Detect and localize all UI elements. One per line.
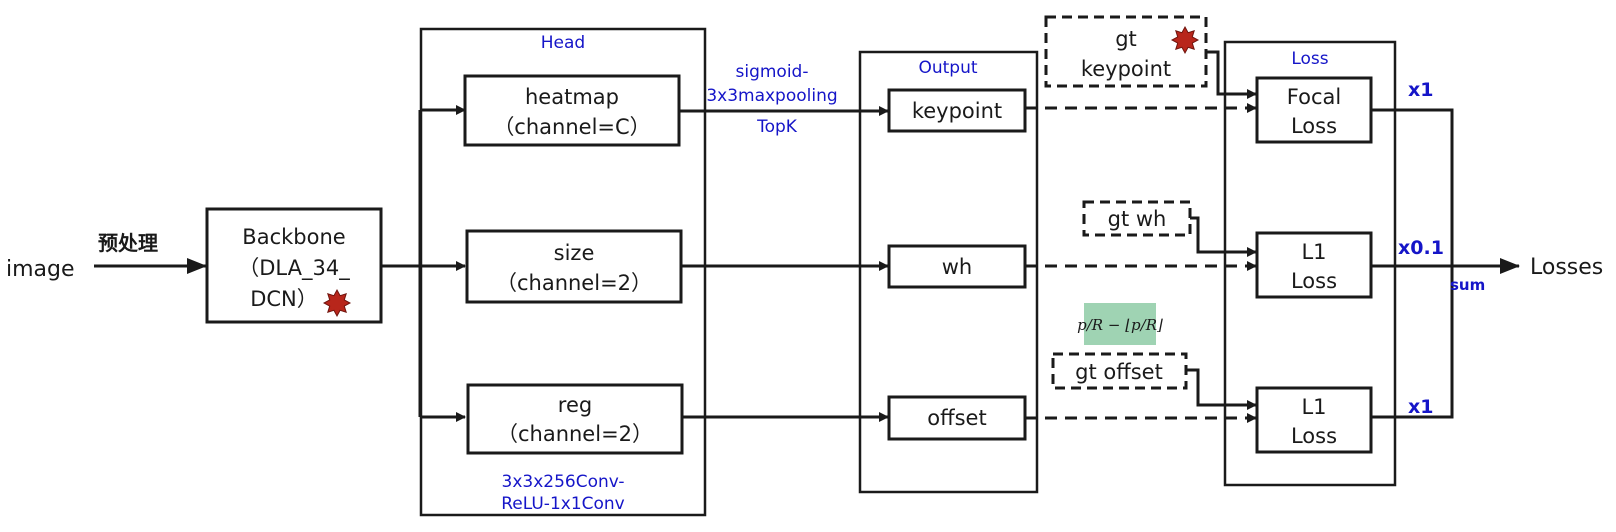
head-note-line2: ReLU-1x1Conv bbox=[501, 494, 625, 514]
postprocess-line3: TopK bbox=[756, 117, 798, 137]
input-label: image bbox=[6, 257, 75, 282]
l1-offset-line1: L1 bbox=[1301, 395, 1326, 419]
offset-formula: p/R − ⌊p/R⌋ bbox=[1077, 316, 1163, 334]
head-frame bbox=[419, 27, 707, 517]
reg-block: reg （channel=2） bbox=[466, 383, 684, 455]
focal-loss-block: Focal Loss bbox=[1255, 76, 1373, 144]
heatmap-line1: heatmap bbox=[525, 85, 619, 109]
head-title: Head bbox=[541, 33, 585, 53]
output-title: Output bbox=[918, 58, 977, 78]
postprocess-line1: sigmoid- bbox=[736, 62, 809, 82]
gt-keypoint-line2: keypoint bbox=[1081, 57, 1171, 81]
arrow-gt-offset-l1 bbox=[1186, 368, 1257, 410]
l1-offset-line2: Loss bbox=[1291, 424, 1337, 448]
arrow-gt-keypoint-focal bbox=[1206, 50, 1257, 99]
offset-block: offset bbox=[887, 395, 1027, 441]
backbone-line3: DCN） bbox=[250, 287, 318, 311]
offset-label: offset bbox=[927, 406, 986, 430]
size-line1: size bbox=[554, 241, 595, 265]
backbone-line2: （DLA_34_ bbox=[238, 256, 350, 281]
formula-block: p/R − ⌊p/R⌋ bbox=[1077, 303, 1163, 345]
heatmap-line2: （channel=C） bbox=[493, 115, 650, 139]
output-frame bbox=[858, 50, 1039, 494]
star-icon bbox=[322, 288, 352, 318]
losses-label: Losses bbox=[1530, 255, 1603, 280]
gt-keypoint-block: gt keypoint bbox=[1044, 15, 1208, 88]
wh-label: wh bbox=[942, 255, 973, 279]
gt-wh-block: gt wh bbox=[1082, 200, 1192, 237]
postprocess-line2: 3x3maxpooling bbox=[706, 86, 837, 106]
l1-wh-weight: x0.1 bbox=[1398, 237, 1444, 259]
sum-line-offset bbox=[1371, 266, 1454, 419]
gt-offset-block: gt offset bbox=[1051, 352, 1188, 390]
backbone-block: Backbone （DLA_34_ DCN） bbox=[205, 207, 383, 324]
loss-frame bbox=[1223, 40, 1397, 487]
focal-weight: x1 bbox=[1408, 79, 1433, 101]
keypoint-block: keypoint bbox=[887, 88, 1027, 133]
l1-offset-weight: x1 bbox=[1408, 396, 1433, 418]
keypoint-label: keypoint bbox=[912, 99, 1002, 123]
backbone-line1: Backbone bbox=[242, 225, 345, 249]
sum-line-focal bbox=[1371, 108, 1454, 266]
loss-title: Loss bbox=[1291, 49, 1328, 69]
reg-line2: （channel=2） bbox=[497, 422, 653, 446]
head-note-line1: 3x3x256Conv- bbox=[502, 472, 625, 492]
preprocess-label: 预处理 bbox=[98, 231, 158, 255]
heatmap-block: heatmap （channel=C） bbox=[463, 74, 681, 147]
l1-wh-line2: Loss bbox=[1291, 269, 1337, 293]
sum-label: sum bbox=[1450, 276, 1485, 294]
l1-offset-block: L1 Loss bbox=[1255, 386, 1373, 454]
size-block: size （channel=2） bbox=[465, 229, 683, 304]
gt-keypoint-line1: gt bbox=[1115, 27, 1137, 51]
wh-block: wh bbox=[887, 244, 1027, 289]
gt-offset-label: gt offset bbox=[1075, 360, 1163, 384]
gt-wh-label: gt wh bbox=[1108, 207, 1167, 231]
star-icon bbox=[1170, 25, 1200, 55]
focal-line1: Focal bbox=[1287, 85, 1341, 109]
reg-line1: reg bbox=[558, 393, 592, 417]
l1-wh-line1: L1 bbox=[1301, 240, 1326, 264]
arrow-gt-wh-l1 bbox=[1190, 216, 1257, 257]
focal-line2: Loss bbox=[1291, 114, 1337, 138]
size-line2: （channel=2） bbox=[496, 271, 652, 295]
l1-wh-block: L1 Loss bbox=[1255, 231, 1373, 299]
